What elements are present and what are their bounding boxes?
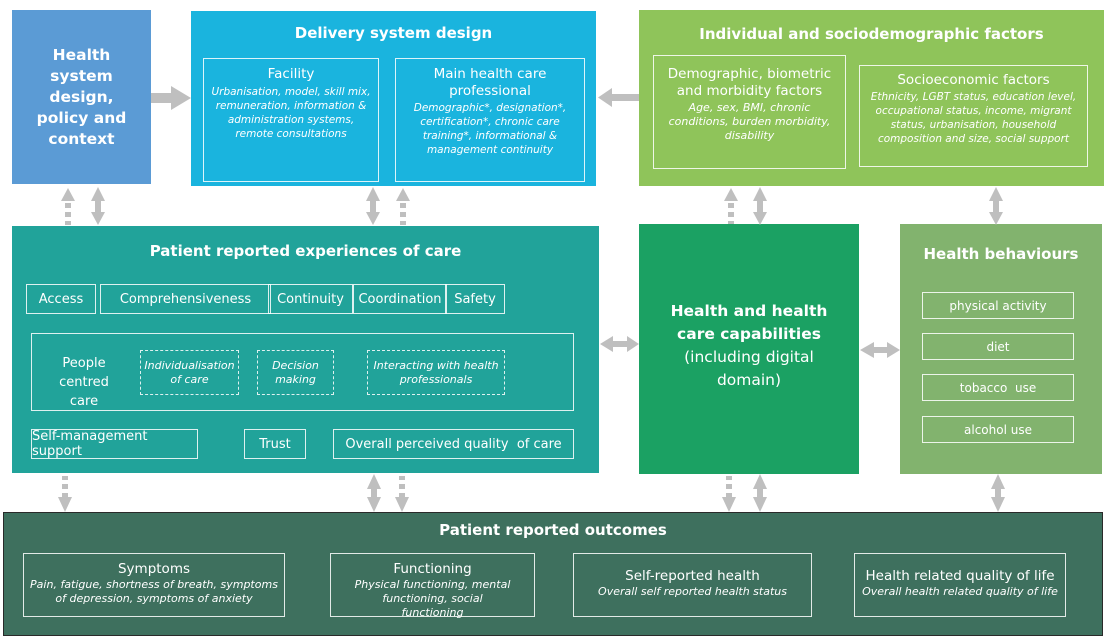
main-professional-heading: Main health care professional — [433, 66, 547, 99]
outcome-symptoms-description: Pain, fatigue, shortness of breath, symp… — [30, 578, 278, 605]
chip-overall-quality: Overall perceived quality of care — [333, 429, 574, 459]
chip-safety: Safety — [445, 284, 505, 314]
facility-description: Urbanisation, model, skill mix, remunera… — [211, 86, 371, 140]
capabilities-box: Health and health care capabilities (inc… — [639, 224, 859, 474]
double-arrow-health-system-experiences — [91, 187, 105, 225]
outcome-self-reported-health-heading: Self-reported health — [625, 568, 760, 584]
behaviour-physical-activity: physical activity — [922, 292, 1074, 319]
individual-factors-box: Individual and sociodemographic factors … — [639, 10, 1104, 186]
outcome-hrqol: Health related quality of life Overall h… — [854, 553, 1066, 617]
main-professional-description: Demographic*, designation*, certificatio… — [413, 102, 567, 156]
pcc-interacting: Interacting with health professionals — [367, 350, 505, 395]
delivery-system-box: Delivery system design Facility Urbanisa… — [191, 11, 596, 186]
capabilities-title: Health and health care capabilities — [670, 302, 828, 343]
demographic-factors-box: Demographic, biometric and morbidity fac… — [653, 55, 846, 169]
chip-self-management: Self-management support — [31, 429, 198, 459]
main-professional-box: Main health care professional Demographi… — [395, 58, 585, 182]
double-arrow-experiences-capabilities — [600, 336, 639, 352]
outcome-symptoms-heading: Symptoms — [117, 561, 190, 577]
delivery-system-title: Delivery system design — [294, 24, 493, 42]
chip-coordination: Coordination — [353, 284, 447, 314]
pcc-individualisation: Individualisation of care — [140, 350, 239, 395]
double-arrow-experiences-outcomes — [367, 474, 381, 512]
behaviour-diet: diet — [922, 333, 1074, 360]
chip-continuity: Continuity — [268, 284, 353, 314]
capabilities-subtitle: (including digital domain) — [684, 348, 814, 389]
demographic-factors-description: Age, sex, BMI, chronic conditions, burde… — [668, 101, 831, 142]
socioeconomic-factors-box: Socioeconomic factors Ethnicity, LGBT st… — [859, 65, 1088, 167]
outcome-hrqol-heading: Health related quality of life — [865, 568, 1055, 584]
health-system-box: Health system design, policy and context — [12, 10, 151, 184]
outcome-symptoms: Symptoms Pain, fatigue, shortness of bre… — [23, 553, 285, 617]
dashed-arrow-capabilities-to-outcomes — [722, 476, 736, 512]
outcomes-title: Patient reported outcomes — [439, 521, 667, 539]
double-arrow-capabilities-behaviours — [860, 342, 900, 358]
health-behaviours-title: Health behaviours — [923, 245, 1079, 263]
experiences-box: Patient reported experiences of care Acc… — [12, 226, 599, 473]
double-arrow-capabilities-outcomes — [753, 474, 767, 512]
socioeconomic-factors-description: Ethnicity, LGBT status, education level,… — [870, 91, 1077, 145]
dashed-arrow-experiences-to-outcomes-left — [58, 476, 72, 512]
behaviour-tobacco-use: tobacco use — [922, 374, 1074, 401]
pcc-decision-making: Decision making — [257, 350, 334, 395]
chip-trust: Trust — [244, 429, 306, 459]
facility-heading: Facility — [267, 66, 315, 82]
behaviour-alcohol-use: alcohol use — [922, 416, 1074, 443]
outcome-functioning: Functioning Physical functioning, mental… — [330, 553, 535, 619]
outcome-functioning-description: Physical functioning, mental functioning… — [354, 578, 511, 619]
individual-factors-title: Individual and sociodemographic factors — [699, 25, 1044, 43]
double-arrow-individual-behaviours — [989, 187, 1003, 225]
dashed-arrow-experiences-to-health-system — [61, 188, 75, 225]
facility-box: Facility Urbanisation, model, skill mix,… — [203, 58, 379, 182]
socioeconomic-factors-heading: Socioeconomic factors — [897, 72, 1050, 88]
dashed-arrow-experiences-to-outcomes-middle — [395, 476, 409, 512]
chip-access: Access — [26, 284, 96, 314]
dashed-arrow-capabilities-to-individual — [724, 188, 738, 224]
demographic-factors-heading: Demographic, biometric and morbidity fac… — [667, 66, 832, 99]
outcome-self-reported-health: Self-reported health Overall self report… — [573, 553, 812, 617]
people-centred-care-label: People centred care — [59, 356, 109, 409]
double-arrow-delivery-experiences — [366, 187, 380, 225]
outcome-self-reported-health-description: Overall self reported health status — [598, 585, 787, 598]
arrow-individual-to-delivery — [598, 88, 639, 107]
experiences-title: Patient reported experiences of care — [149, 242, 462, 260]
outcomes-box: Patient reported outcomes Symptoms Pain,… — [3, 512, 1103, 636]
double-arrow-individual-capabilities — [753, 187, 767, 225]
outcome-functioning-heading: Functioning — [393, 561, 472, 577]
outcome-hrqol-description: Overall health related quality of life — [862, 585, 1058, 598]
double-arrow-behaviours-outcomes — [991, 474, 1005, 512]
health-behaviours-box: Health behaviours physical activity diet… — [900, 224, 1102, 474]
arrow-health-system-to-delivery — [151, 86, 191, 110]
health-system-title: Health system design, policy and context — [36, 45, 127, 148]
dashed-arrow-experiences-to-delivery — [396, 188, 410, 225]
people-centred-care-box: People centred care Individualisation of… — [31, 333, 574, 411]
chip-comprehensiveness: Comprehensiveness — [100, 284, 271, 314]
